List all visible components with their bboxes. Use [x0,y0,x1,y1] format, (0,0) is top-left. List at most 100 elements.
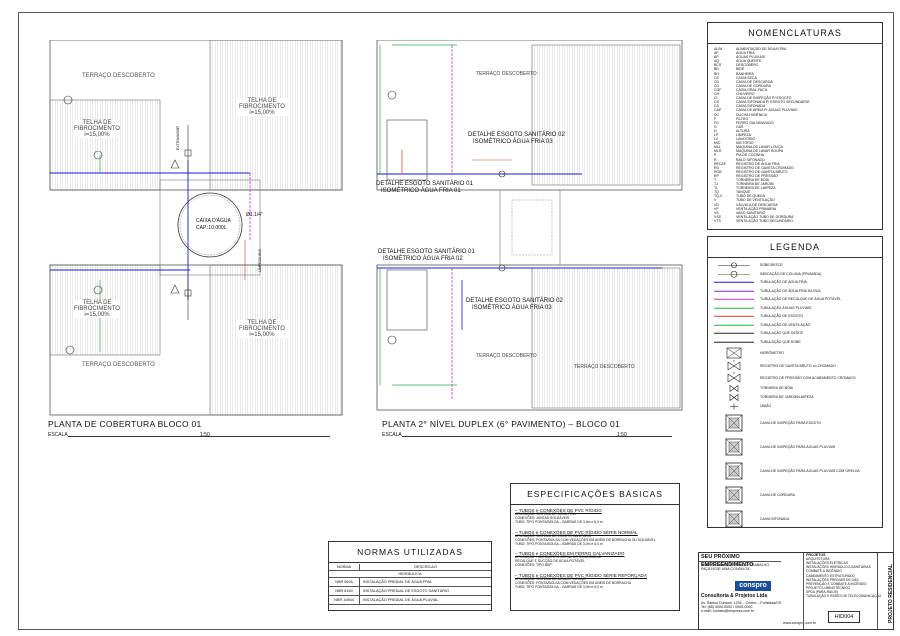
legend-symbol [726,347,742,359]
nomenclature-code: CS [714,104,719,109]
nomenclature-desc: BIDÊ [736,67,745,72]
nomenclature-desc: CAIXA DE DESCARGA [736,79,773,84]
nomenclature-code: CAP [714,108,722,113]
detail-caption: DETALHE ESGOTO SANITÁRIO 02 [468,132,565,138]
nomenclature-code: V [714,198,717,203]
spec-line: TUBO: TIPO PONTA/BOLSA – BARRAS DE 3,0m … [515,584,603,589]
legend-symbol [727,372,741,383]
legend-label: INDICAÇÃO DE COLUNA (PRUMADA) [760,271,822,276]
legend-symbol [725,438,743,456]
legend-row: CAIXA DE INSPEÇÃO PARA ÁGUAS PLUVIAIS CO… [708,459,882,483]
spec-heading: – TUBOS e CONEXÕES EM FERRO GALVANIZADO [515,551,625,557]
side-label-cell: PROJETO RESIDENCIAL [877,553,894,629]
nomenclature-code: TQ [714,190,719,195]
project-name: SEU PRÓXIMO EMPREENDIMENTO [699,553,781,568]
nomenclature-code: VP [714,206,719,211]
nomenclature-desc: DESCOBERO [736,63,759,68]
legend-row: CAIXA SIFONADA [708,507,882,531]
nomenclature-desc: REGISTRO DE PRESSÃO [736,173,779,178]
nomenclature-desc: LAVATÓRIO [736,137,756,142]
extravasor-label: EXTRAVASOR [176,125,180,150]
nomenclature-code: VSS [714,214,722,219]
legend-symbol [714,332,754,334]
nomenclature-desc: ALIMENTAÇÃO DE ÁGUA FRIA [736,47,787,51]
legend-row: TUBULAÇÃO DE ESGOTO [708,312,882,321]
nomenclature-code: TJ [714,182,718,187]
legend-row: REGISTRO DE PRESSÃO COM ACABAMENTO CROMA… [708,372,882,384]
plan-title-left: PLANTA DE COBERTURA BLOCO 01 [48,419,202,429]
legend-row: TORNEIRA DE BÓIA [708,384,882,393]
standards-panel: NORMAS UTILIZADAS NORMA DESCRICAO HIDRÁU… [328,541,492,611]
spec-line: CONEXÕES: TIPO BSP [515,563,552,568]
sheet-code: HID004 [828,611,860,623]
nomenclature-code: VTS [714,218,721,223]
detail-caption: DETALHE ESGOTO SANITÁRIO 01 [378,249,475,255]
nomenclature-code: MLR [714,149,722,154]
nomenclature-code: RP [714,173,719,178]
specs-panel: ESPECIFICAÇÕES BÁSICAS – TUBOS e CONEXÕE… [510,483,680,611]
legend-symbol [725,486,743,504]
legend-label: TUBULAÇÃO QUE SOBE [760,339,801,344]
legend-row: CAIXA DE GORDURA [708,483,882,507]
legend-row: TUBULAÇÃO DE RECALQUE DE ÁGUA POTÁVEL [708,295,882,304]
sheet-frame [18,12,894,630]
legend-symbol [714,298,754,300]
nomenclature-row: BD BIDÊ [714,67,879,71]
tank-capacity: CAP.:10.000L [196,225,227,231]
project-discipline: ARQUITETURA [806,557,830,562]
nomenclature-desc: TUBO DE QUEDA [736,194,765,199]
projects-head: PROJETOS [806,553,826,557]
standards-group: HIDRÁULICA [329,571,491,578]
project-discipline: SPDA (PARA-RAIOS) [806,589,838,594]
spec-line: CONEXÕES: JUNTAS SOLDÁVEIS [515,515,570,520]
legend-symbol [725,510,743,528]
legend-label: CAIXA DE INSPEÇÃO PARA ESGOTO [760,420,822,425]
company-address: Av. Santos Dumont, 1234 – Centro – Forta… [701,601,782,605]
nomenclature-desc: MICTÓRIO [736,141,754,146]
detail-caption: ISOMÉTRICO ÁGUA FRIA 01 [381,188,461,194]
legend-label: TUBULAÇÃO DE ÁGUA FRIA [760,280,807,285]
nomenclature-code: CG [714,83,720,88]
terrace-label: TERRAÇO DESCOBERTO [574,364,635,370]
detail-caption: ISOMÉTRICO ÁGUA FRIA 03 [473,139,553,145]
detail-caption: DETALHE ESGOTO SANITÁRIO 02 [466,298,563,304]
legend-symbol [714,341,754,343]
right-plan-drawing [376,40,683,411]
nomenclature-code: P [714,153,717,158]
nomenclature-desc: ÁGUA QUENTE [736,59,762,64]
project-line: FAÇA HOJE UMA CONSULTA [701,567,750,571]
nomenclature-code: BD [714,67,719,72]
nomenclature-title: NOMENCLATURAS [708,23,882,44]
legend-symbol [714,307,754,309]
left-plan-drawing [49,40,343,416]
nomenclature-code: H [714,128,717,133]
legend-label: TUBULAÇÃO QUE DESCE [760,331,803,336]
nomenclature-desc: VENTILAÇÃO TUBO DE GORDURA [736,214,794,219]
spec-line: TUBO: TIPO PONTA/BOLSA – BARRAS DE 3,0m … [515,519,603,524]
legend-row: TORNEIRA DE JARDIM/LIMPEZA [708,393,882,402]
nomenclature-code: VD [714,202,719,207]
nomenclature-desc: GÁS [736,124,744,129]
nomenclature-desc: VENTILAÇÃO TUBO SECUNDÁRIO [736,218,794,223]
legend-row: TUBULAÇÃO DE VENTILAÇÃO [708,321,882,330]
standards-header: NORMA DESCRICAO [329,564,491,571]
nomenclature-desc: BANHEIRA [736,71,754,76]
nomenclature-row: RP REGISTRO DE PRESSÃO [714,174,879,178]
